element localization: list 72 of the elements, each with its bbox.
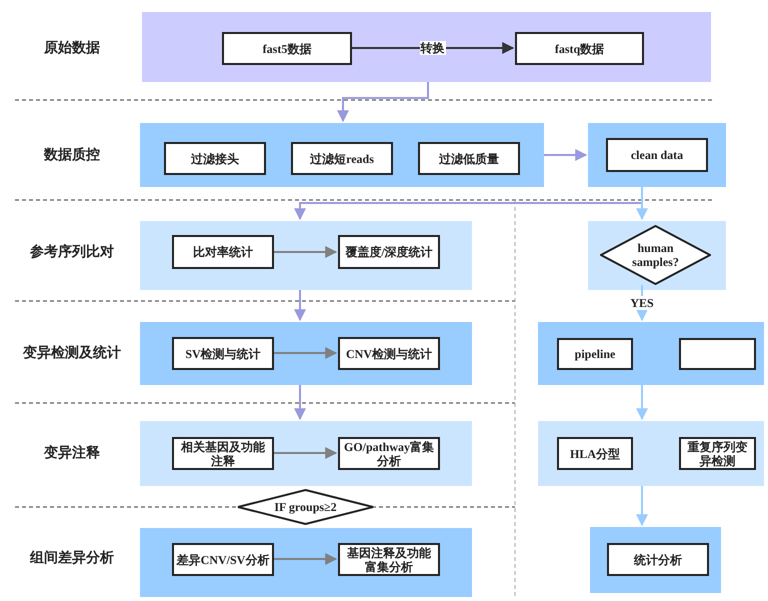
process-box bbox=[557, 437, 633, 470]
arrow bbox=[294, 290, 306, 322]
node-text: 比对率统计 bbox=[193, 245, 253, 259]
stage-panel bbox=[140, 221, 472, 290]
node-text: 过滤接头 bbox=[191, 152, 239, 166]
process-box bbox=[291, 142, 393, 175]
process-box bbox=[338, 437, 440, 470]
node-text: fastq数据 bbox=[554, 42, 604, 56]
decision-diamond bbox=[237, 489, 374, 525]
row-heading: 组间差异分析 bbox=[30, 549, 114, 567]
process-box bbox=[338, 543, 440, 576]
arrow bbox=[352, 42, 514, 54]
row-heading: 参考序列比对 bbox=[30, 243, 114, 261]
arrow bbox=[274, 553, 338, 565]
node-text: SV检测与统计 bbox=[185, 346, 261, 360]
stage-panel bbox=[142, 12, 711, 82]
stage-panel bbox=[538, 421, 764, 486]
process-box bbox=[172, 543, 274, 576]
process-box bbox=[172, 437, 274, 470]
node-text: 重复序列变异检测 bbox=[686, 440, 748, 468]
process-box bbox=[606, 138, 708, 172]
node-text: GO/pathway富集分析 bbox=[342, 440, 435, 468]
row-heading: 变异注释 bbox=[44, 444, 100, 462]
node-text: 基因注释及功能富集分析 bbox=[346, 546, 432, 574]
process-box bbox=[222, 32, 352, 65]
process-box bbox=[557, 338, 633, 370]
node-text: 过滤低质量 bbox=[439, 152, 499, 166]
arrow bbox=[544, 149, 588, 161]
node-text: human samples? bbox=[631, 241, 680, 269]
row-heading: 变异检测及统计 bbox=[23, 344, 121, 362]
edge-label: YES bbox=[629, 296, 655, 310]
arrow bbox=[636, 187, 648, 220]
node-text: CNV检测与统计 bbox=[346, 346, 432, 360]
node-text: fast5数据 bbox=[262, 42, 312, 56]
stage-panel bbox=[140, 421, 472, 486]
node-text: 覆盖度/深度统计 bbox=[345, 245, 433, 259]
decision-diamond bbox=[600, 225, 711, 285]
arrow bbox=[274, 347, 338, 359]
process-box bbox=[679, 437, 756, 470]
empty-process-box bbox=[679, 338, 756, 370]
node-text: clean data bbox=[630, 148, 684, 162]
stage-panel bbox=[588, 123, 726, 187]
node-text: 过滤短reads bbox=[310, 152, 374, 166]
process-box bbox=[607, 543, 709, 576]
process-box bbox=[172, 235, 274, 269]
process-box bbox=[338, 235, 440, 269]
row-heading: 数据质控 bbox=[44, 146, 100, 164]
stage-panel bbox=[140, 528, 472, 597]
edge-label: 转换 bbox=[420, 41, 446, 55]
stage-panel bbox=[590, 527, 721, 593]
stage-panel bbox=[140, 123, 544, 187]
process-box bbox=[164, 142, 266, 175]
node-text: 差异CNV/SV分析 bbox=[176, 552, 270, 566]
stage-panel bbox=[588, 221, 726, 290]
process-box bbox=[338, 337, 440, 370]
node-text: pipeline bbox=[574, 347, 616, 361]
node-text: 相关基因及功能注释 bbox=[180, 440, 266, 468]
process-box bbox=[418, 142, 520, 175]
stage-panel bbox=[538, 322, 764, 385]
arrow bbox=[274, 447, 338, 459]
arrow bbox=[636, 486, 648, 526]
arrow bbox=[274, 246, 338, 258]
arrow bbox=[636, 385, 648, 420]
row-heading: 原始数据 bbox=[44, 39, 100, 57]
node-text: IF groups≥2 bbox=[274, 500, 337, 514]
arrow bbox=[337, 82, 429, 122]
stage-panel bbox=[140, 322, 472, 385]
arrow bbox=[294, 385, 306, 420]
node-text: HLA分型 bbox=[570, 446, 620, 460]
process-box bbox=[515, 32, 644, 65]
node-text: 统计分析 bbox=[634, 552, 682, 566]
process-box bbox=[172, 337, 274, 370]
